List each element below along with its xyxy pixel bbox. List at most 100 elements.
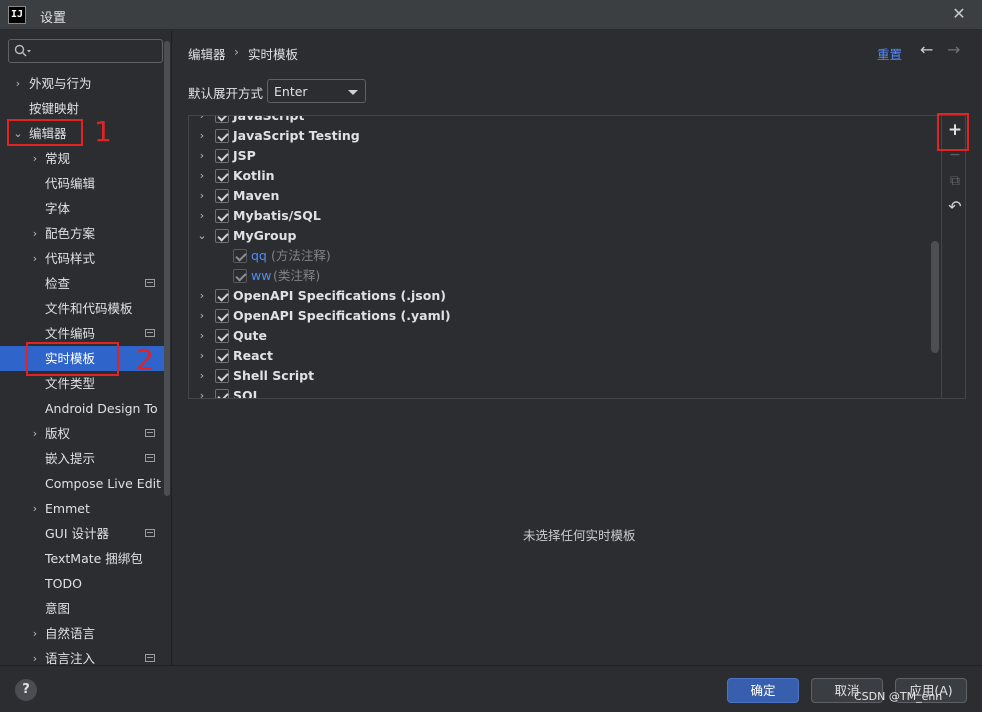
add-template-icon[interactable]: + (947, 120, 963, 140)
sidebar-item-todo[interactable]: TODO (0, 571, 170, 596)
forward-arrow-icon[interactable]: → (947, 40, 961, 59)
group-checkbox[interactable] (215, 289, 229, 303)
group-checkbox[interactable] (215, 349, 229, 363)
sidebar-item-inspections[interactable]: 检查 (0, 271, 170, 296)
sidebar-scrollbar[interactable] (164, 41, 170, 496)
group-checkbox[interactable] (215, 169, 229, 183)
sidebar-item-intentions[interactable]: 意图 (0, 596, 170, 621)
chevron-right-icon[interactable]: › (199, 129, 205, 142)
group-checkbox[interactable] (215, 229, 229, 243)
sidebar-item-label: TODO (45, 576, 82, 591)
settings-sidebar: › 外观与行为 按键映射 ⌄ 编辑器 › 常规 代码编辑 字体 › 配色方案 ›… (0, 31, 172, 665)
sidebar-item-file-templates[interactable]: 文件和代码模板 (0, 296, 170, 321)
sidebar-item-android-design-tools[interactable]: Android Design To (0, 396, 170, 421)
settings-search-input[interactable] (33, 42, 157, 60)
template-group-mygroup[interactable]: ⌄ MyGroup (189, 226, 929, 246)
chevron-down-icon[interactable]: ⌄ (197, 229, 207, 242)
chevron-right-icon[interactable]: › (197, 116, 207, 126)
chevron-right-icon[interactable]: › (199, 169, 205, 182)
sidebar-item-compose-live-edit[interactable]: Compose Live Edit (0, 471, 170, 496)
sidebar-item-label: 文件和代码模板 (45, 301, 133, 316)
template-group-maven[interactable]: › Maven (189, 186, 929, 206)
chevron-right-icon[interactable]: › (199, 189, 205, 202)
apply-button[interactable]: 应用(A) (895, 678, 967, 703)
breadcrumb-editor[interactable]: 编辑器 (188, 47, 226, 62)
sidebar-item-emmet[interactable]: › Emmet (0, 496, 170, 521)
group-checkbox[interactable] (215, 129, 229, 143)
project-settings-icon (145, 279, 155, 287)
template-checkbox[interactable] (233, 269, 247, 283)
group-checkbox[interactable] (215, 369, 229, 383)
group-checkbox[interactable] (215, 189, 229, 203)
sidebar-item-label: 检查 (45, 276, 71, 291)
sidebar-item-natural-languages[interactable]: › 自然语言 (0, 621, 170, 646)
group-checkbox[interactable] (215, 116, 229, 123)
chevron-right-icon: › (32, 152, 38, 165)
sidebar-item-gui-designer[interactable]: GUI 设计器 (0, 521, 170, 546)
sidebar-item-appearance[interactable]: › 外观与行为 (0, 71, 170, 96)
sidebar-item-inlay-hints[interactable]: 嵌入提示 (0, 446, 170, 471)
templates-scrollbar[interactable] (931, 241, 939, 353)
sidebar-item-code-style[interactable]: › 代码样式 (0, 246, 170, 271)
template-group-qute[interactable]: › Qute (189, 326, 929, 346)
back-arrow-icon[interactable]: ← (920, 40, 934, 59)
group-checkbox[interactable] (215, 389, 229, 398)
ok-button[interactable]: 确定 (727, 678, 799, 703)
close-icon[interactable]: ✕ (952, 4, 966, 23)
sidebar-item-color-scheme[interactable]: › 配色方案 (0, 221, 170, 246)
group-checkbox[interactable] (215, 149, 229, 163)
template-description: (类注释) (273, 268, 321, 283)
group-checkbox[interactable] (215, 209, 229, 223)
sidebar-item-general[interactable]: › 常规 (0, 146, 170, 171)
cancel-button[interactable]: 取消 (811, 678, 883, 703)
reset-link[interactable]: 重置 (877, 47, 903, 62)
restore-defaults-icon[interactable]: ↶ (948, 197, 962, 216)
expand-with-dropdown[interactable]: Enter (267, 79, 366, 103)
templates-tree: › JavaScript › JavaScript Testing › JSP … (189, 116, 929, 398)
template-group-javascript[interactable]: › JavaScript (189, 116, 929, 126)
sidebar-item-file-types[interactable]: 文件类型 (0, 371, 170, 396)
sidebar-item-font[interactable]: 字体 (0, 196, 170, 221)
template-group-openapi-json[interactable]: › OpenAPI Specifications (.json) (189, 286, 929, 306)
chevron-right-icon[interactable]: › (199, 389, 205, 398)
sidebar-item-keymap[interactable]: 按键映射 (0, 96, 170, 121)
sidebar-item-textmate-bundles[interactable]: TextMate 捆绑包 (0, 546, 170, 571)
chevron-right-icon[interactable]: › (199, 309, 205, 322)
template-group-mybatis-sql[interactable]: › Mybatis/SQL (189, 206, 929, 226)
sidebar-item-language-injections[interactable]: › 语言注入 (0, 646, 170, 665)
chevron-right-icon[interactable]: › (199, 149, 205, 162)
sidebar-item-editor[interactable]: ⌄ 编辑器 (0, 121, 170, 146)
breadcrumb-live-templates: 实时模板 (248, 47, 299, 62)
chevron-right-icon[interactable]: › (199, 209, 205, 222)
group-checkbox[interactable] (215, 329, 229, 343)
remove-template-icon[interactable]: − (949, 147, 961, 163)
sidebar-item-label: 嵌入提示 (45, 451, 96, 466)
chevron-right-icon[interactable]: › (199, 349, 205, 362)
sidebar-item-copyright[interactable]: › 版权 (0, 421, 170, 446)
chevron-right-icon[interactable]: › (199, 329, 205, 342)
chevron-right-icon: › (15, 77, 21, 90)
dropdown-arrow-icon (348, 90, 358, 95)
sidebar-item-file-encodings[interactable]: 文件编码 (0, 321, 170, 346)
sidebar-item-label: 字体 (45, 201, 71, 216)
chevron-right-icon[interactable]: › (199, 369, 205, 382)
template-group-openapi-yaml[interactable]: › OpenAPI Specifications (.yaml) (189, 306, 929, 326)
template-group-react[interactable]: › React (189, 346, 929, 366)
template-checkbox[interactable] (233, 249, 247, 263)
template-item-ww[interactable]: ww (类注释) (189, 266, 929, 286)
template-group-sql[interactable]: › SQL (189, 386, 929, 398)
template-group-javascript-testing[interactable]: › JavaScript Testing (189, 126, 929, 146)
copy-template-icon[interactable]: ⧉ (950, 173, 960, 189)
group-checkbox[interactable] (215, 309, 229, 323)
template-group-kotlin[interactable]: › Kotlin (189, 166, 929, 186)
sidebar-item-live-templates[interactable]: 实时模板 (0, 346, 170, 371)
search-icon (14, 44, 31, 57)
settings-search[interactable] (8, 39, 163, 63)
template-group-shell-script[interactable]: › Shell Script (189, 366, 929, 386)
chevron-right-icon[interactable]: › (199, 289, 205, 302)
template-item-qq[interactable]: qq (方法注释) (189, 246, 929, 266)
sidebar-item-code-editing[interactable]: 代码编辑 (0, 171, 170, 196)
help-icon[interactable]: ? (15, 679, 37, 701)
app-logo-icon: IJ (8, 6, 26, 24)
template-group-jsp[interactable]: › JSP (189, 146, 929, 166)
